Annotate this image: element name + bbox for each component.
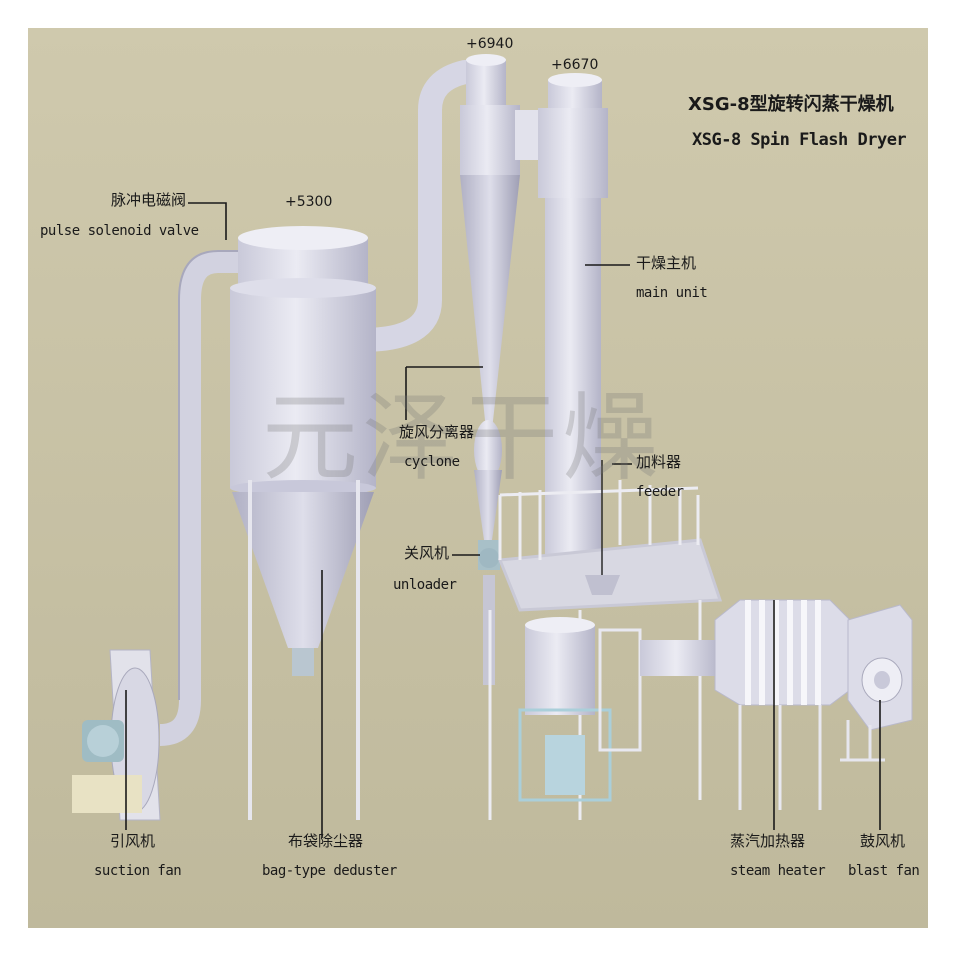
label-suction-fan-en: suction fan <box>94 863 182 879</box>
label-steam-heater-cn: 蒸汽加热器 <box>730 832 806 850</box>
label-suction-fan-cn: 引风机 <box>110 832 156 850</box>
watermark-text: 元泽干燥 <box>262 382 662 494</box>
label-feeder-en: feeder <box>636 484 684 500</box>
label-main-unit-cn: 干燥主机 <box>636 254 697 272</box>
elevation-main-unit: +6670 <box>551 57 599 73</box>
label-steam-heater-en: steam heater <box>730 863 826 879</box>
elevation-cyclone: +6940 <box>466 36 514 52</box>
feeder-body <box>585 460 620 595</box>
label-cyclone-en: cyclone <box>404 454 460 470</box>
label-feeder-cn: 加料器 <box>636 453 682 471</box>
air-inlet-duct <box>640 640 720 676</box>
label-deduster-cn: 布袋除尘器 <box>288 832 364 850</box>
drying-chamber-base <box>518 617 642 802</box>
label-unloader-cn: 关风机 <box>404 544 450 562</box>
return-duct <box>159 251 240 746</box>
bag-deduster-body <box>230 226 376 820</box>
label-pulse-valve-cn: 脉冲电磁阀 <box>111 191 187 209</box>
suction-fan-body <box>72 649 161 821</box>
cyclone-body <box>460 54 545 685</box>
label-pulse-valve-en: pulse solenoid valve <box>40 223 199 239</box>
label-deduster-en: bag-type deduster <box>262 863 397 879</box>
cyclone-duct <box>361 60 480 352</box>
title-en: XSG-8 Spin Flash Dryer <box>692 130 907 150</box>
label-cyclone-cn: 旋风分离器 <box>399 423 475 441</box>
label-main-unit-en: main unit <box>636 285 708 301</box>
blast-fan-body <box>840 604 913 762</box>
leader-lines <box>125 202 881 838</box>
title-cn: XSG-8型旋转闪蒸干燥机 <box>688 94 894 115</box>
label-blast-fan-en: blast fan <box>848 863 920 879</box>
main-unit-body <box>538 73 608 578</box>
label-blast-fan-cn: 鼓风机 <box>860 832 906 850</box>
label-unloader-en: unloader <box>393 577 457 593</box>
elevation-deduster: +5300 <box>285 194 333 210</box>
